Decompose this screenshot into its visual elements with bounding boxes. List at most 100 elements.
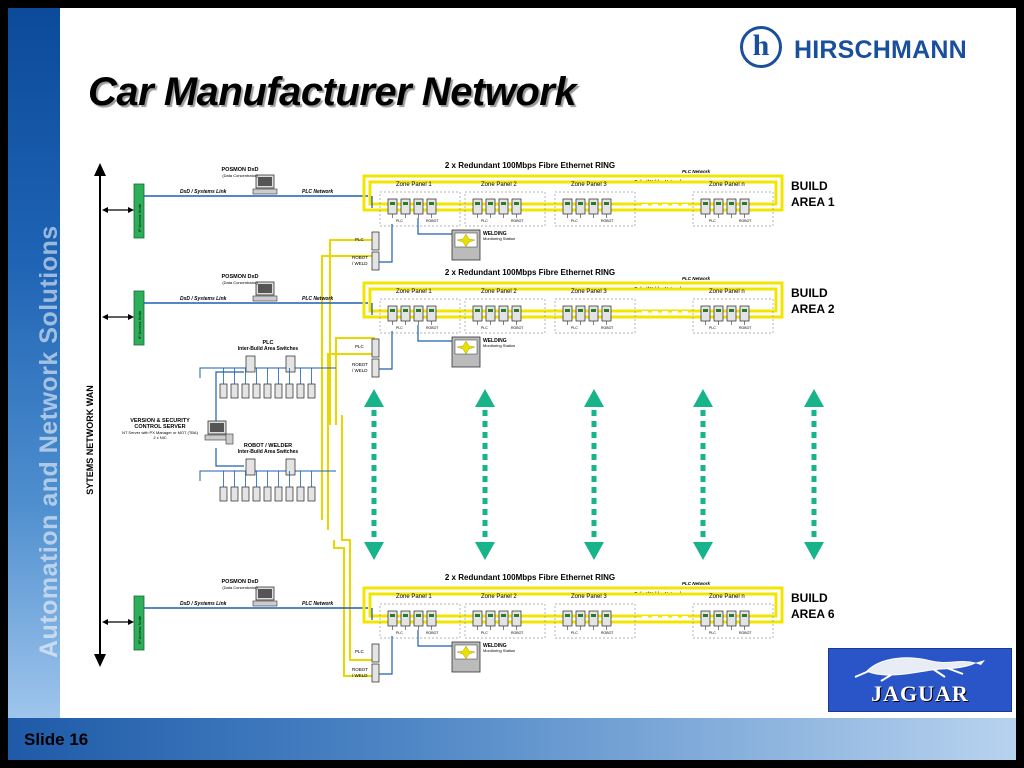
ip-access-node [133, 183, 145, 239]
zone-switch [588, 305, 599, 322]
zone-plc-tag: PLC [396, 631, 403, 635]
zone-switch-led [403, 202, 408, 205]
ring-plc-network-label: PLC Network [682, 169, 711, 174]
zone-panel-label: Zone Panel 3 [571, 594, 607, 600]
area-plc-switch [371, 643, 380, 663]
zone-plc-tag: PLC [709, 631, 716, 635]
welding-spark-icon [456, 233, 476, 248]
zone-switch [575, 198, 586, 215]
zone-switch [713, 610, 724, 627]
posmon-label: POSMON DxD [222, 274, 259, 280]
zone-switch [472, 610, 483, 627]
wan-branch-arrow-right [128, 207, 134, 213]
zone-plc-tag: PLC [481, 326, 488, 330]
zone-panel-box [464, 298, 546, 334]
server-sub: NT Server with PX Manager or MOT (TBA) [122, 430, 199, 435]
zone-switch [400, 305, 411, 322]
posmon-sub: (Data Concentrator) [222, 173, 258, 178]
teal-arrow-head-down [584, 542, 604, 560]
zone-switch [498, 610, 509, 627]
zone-switch-led [578, 309, 583, 312]
welding-sub: Monitoring Station [483, 236, 515, 241]
wan-arrow-top [94, 163, 106, 176]
zone-switch [387, 610, 398, 627]
server-title2: CONTROL SERVER [134, 424, 185, 430]
wan-arrow-bottom [94, 654, 106, 667]
zone-switch-led [429, 202, 434, 205]
ip-access-node [133, 595, 145, 651]
build-area-label-line1: BUILD [791, 286, 828, 300]
zone-plc-tag: PLC [709, 326, 716, 330]
zone-switch-led [514, 309, 519, 312]
zone-switch [413, 305, 424, 322]
ring-outer [362, 586, 784, 624]
zone-switch-led [729, 309, 734, 312]
area-weld-label: / WELD [352, 368, 368, 373]
server-sub2: 2 x NIC [153, 435, 166, 440]
welding-link [417, 325, 452, 342]
zone-switch-led [416, 614, 421, 617]
zone-switch [601, 305, 612, 322]
server-base [204, 434, 230, 441]
zone-switch-led [429, 614, 434, 617]
zone-switch [426, 610, 437, 627]
zone-switch [588, 610, 599, 627]
robot-cluster-edge-switch [307, 486, 316, 502]
server-tower [225, 433, 234, 445]
zone-plc-tag: PLC [396, 219, 403, 223]
plc-cluster-edge-switch [230, 383, 239, 399]
wan-branch-arrow-left [102, 207, 108, 213]
zone-switch [485, 305, 496, 322]
teal-arrow-head-down [804, 542, 824, 560]
teal-arrow-head-up [693, 389, 713, 407]
slide-number: Slide 16 [24, 730, 89, 749]
welding-label: WELDING [483, 231, 507, 237]
area-weld-label: / WELD [352, 261, 368, 266]
zone-switch-led [565, 309, 570, 312]
zone-switch-led [390, 309, 395, 312]
area-robot-switch [371, 663, 380, 683]
ring-inner [368, 180, 778, 206]
zone-panel-box [554, 191, 636, 227]
area-plc-label: PLC [355, 344, 365, 349]
zone-switch-led [703, 309, 708, 312]
zone-switch [511, 198, 522, 215]
zone-switch-led [501, 202, 506, 205]
wan-label: SYTEMS NETWORK WAN [85, 385, 95, 495]
zone-panel-label: Zone Panel 1 [396, 594, 432, 600]
zone-panel-box [554, 298, 636, 334]
server-robot-link [215, 448, 244, 467]
server-screen [210, 423, 224, 432]
zone-switch-led [475, 614, 480, 617]
area-robot-switch [371, 251, 380, 271]
plc-cluster-bus [199, 367, 336, 378]
zone-switch [562, 610, 573, 627]
area-robot-label: ROBOT [352, 362, 368, 367]
area-robot-label: ROBOT [352, 667, 368, 672]
zone-switch-led [565, 614, 570, 617]
zone-panel-box [692, 298, 774, 334]
welding-link [417, 630, 452, 647]
zone-panel-box [464, 603, 546, 639]
robot-cluster-core-switch [285, 458, 296, 476]
ring-label: 2 x Redundant 100Mbps Fibre Ethernet RIN… [445, 268, 615, 277]
plc-cluster-edge-switch [219, 383, 228, 399]
zone-plc-tag: PLC [571, 326, 578, 330]
posmon-base [252, 188, 278, 195]
zone-switch [713, 305, 724, 322]
zone-switch-led [488, 309, 493, 312]
teal-arrow-head-up [475, 389, 495, 407]
zone-switch [498, 305, 509, 322]
dxd-link-label: DxD / Systems Link [180, 601, 227, 607]
server-title: VERSION & SECURITY [130, 418, 190, 424]
plc-cluster-edge-switch [285, 383, 294, 399]
teal-arrow-head-down [693, 542, 713, 560]
zone-robot-tag: ROBOT [511, 219, 524, 223]
zone-switch-led [703, 202, 708, 205]
ring-label: 2 x Redundant 100Mbps Fibre Ethernet RIN… [445, 161, 615, 170]
zone-switch [601, 198, 612, 215]
robot-cluster-edge-switch [219, 486, 228, 502]
zone-switch [713, 198, 724, 215]
